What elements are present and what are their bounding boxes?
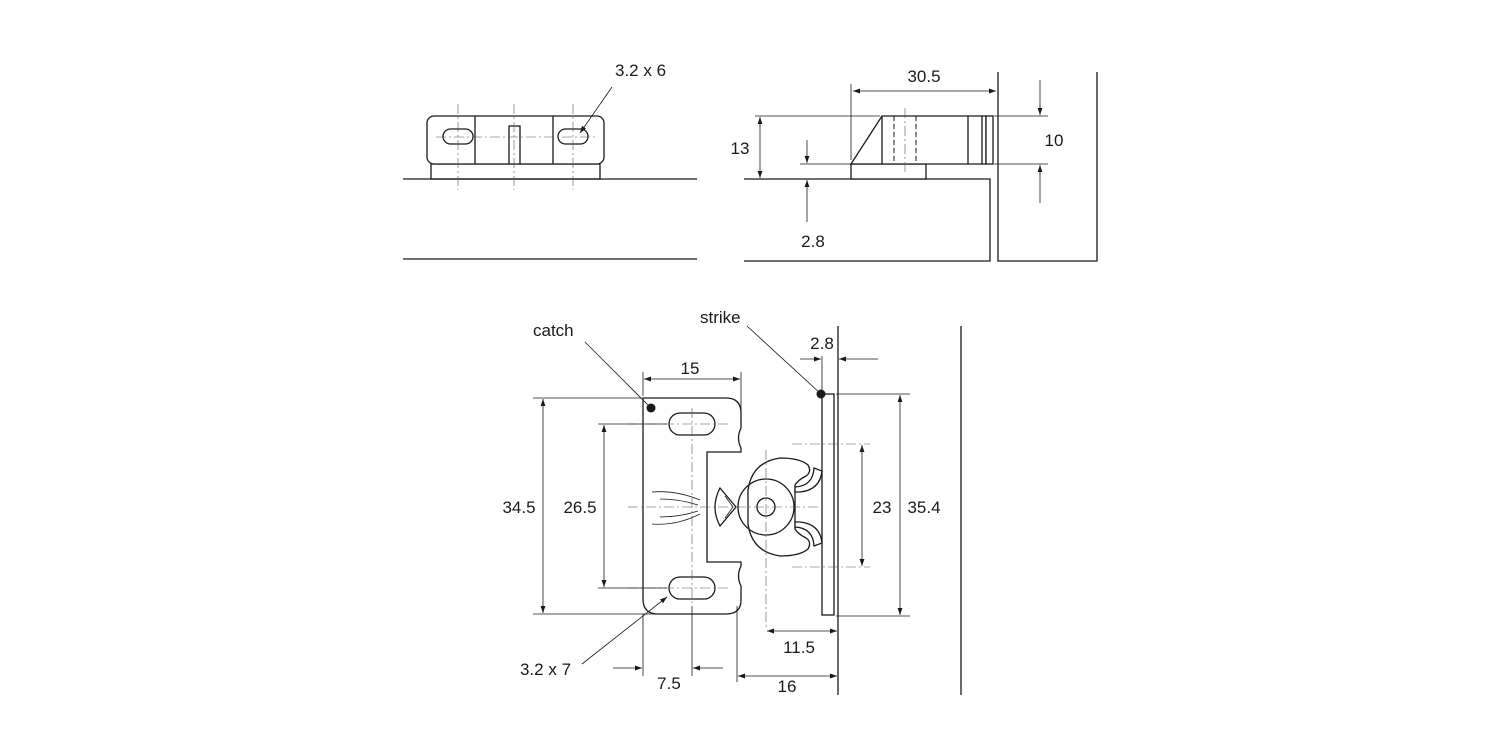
center-slot — [508, 125, 521, 164]
catch-body — [426, 115, 605, 165]
plate-thickness-label: 2.8 — [801, 232, 825, 251]
roller-span-label: 23 — [873, 498, 892, 517]
hole-offset-label: 7.5 — [657, 674, 681, 693]
strike-thickness-label: 2.8 — [810, 334, 834, 353]
width-label: 30.5 — [907, 67, 940, 86]
height-label: 13 — [731, 139, 750, 158]
strike-hook-bottom — [794, 521, 823, 547]
bottom-view: catch strike 2.8 15 34.5 26.5 23 35.4 — [502, 308, 962, 696]
top-left-view: 3.2 x 6 — [403, 61, 697, 260]
top-right-view: 30.5 13 2.8 10 — [731, 67, 1098, 262]
depth-label: 10 — [1045, 131, 1064, 150]
catch-label: catch — [533, 321, 574, 340]
catch-pusher — [714, 486, 737, 528]
roller-offset-label: 11.5 — [783, 638, 815, 657]
catch-width-label: 15 — [681, 359, 700, 378]
catch-base — [850, 163, 927, 180]
hole-leader — [579, 86, 613, 134]
catch-base-plate — [430, 163, 601, 180]
catch-height-label: 34.5 — [502, 498, 535, 517]
strike-hook-top — [794, 467, 823, 493]
catch-marker — [646, 403, 656, 413]
hole-spacing-label: 26.5 — [563, 498, 596, 517]
strike-label: strike — [700, 308, 741, 327]
strike-marker — [816, 389, 826, 399]
door-panel — [997, 72, 1098, 262]
strike-plate — [821, 393, 835, 616]
catch-side-body — [849, 115, 987, 165]
total-depth-label: 16 — [778, 677, 797, 696]
catch-hole-size-label: 3.2 x 7 — [520, 660, 571, 679]
strike-height-label: 35.4 — [907, 498, 940, 517]
strike-plate-side — [985, 115, 994, 165]
cabinet-frame — [744, 178, 991, 262]
catch-hole-leader — [581, 596, 668, 665]
hole-size-label: 3.2 x 6 — [615, 61, 666, 80]
